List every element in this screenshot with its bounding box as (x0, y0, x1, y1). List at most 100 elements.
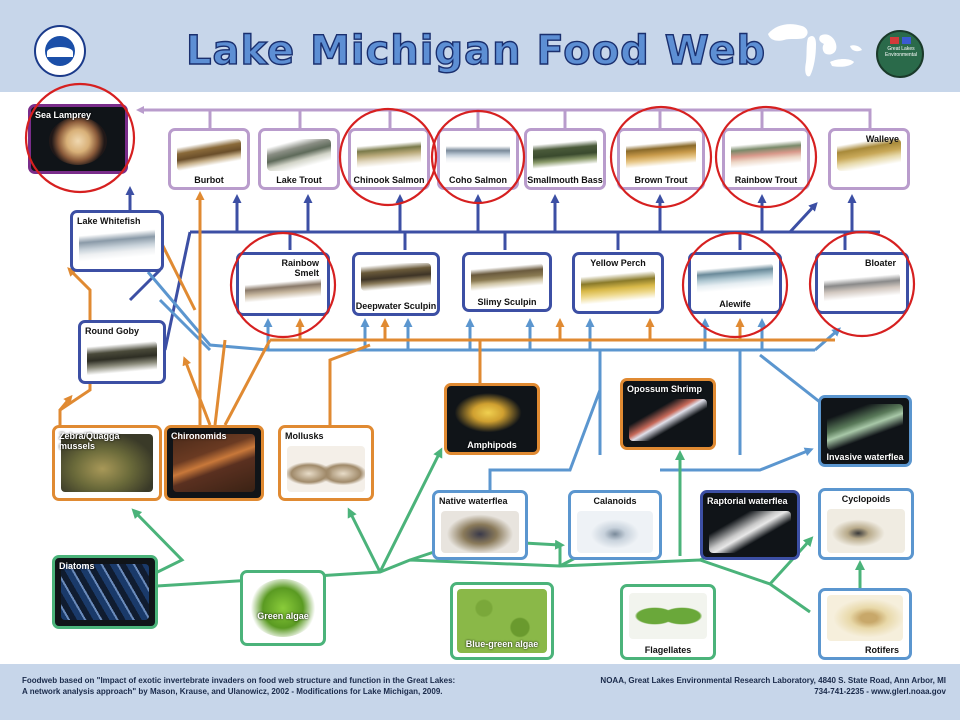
smallmouth-bass-image (533, 139, 597, 171)
rainbow-trout-image (731, 139, 801, 171)
citation-line: A network analysis approach" by Mason, K… (22, 687, 443, 696)
organism-label: Green algae (257, 611, 309, 621)
glerl-logo-text: Great Lakes Environmental (885, 46, 917, 58)
calanoids-box: Calanoids (568, 490, 662, 560)
walleye-box: Walleye (828, 128, 910, 190)
organism-label: Chironomids (171, 431, 227, 441)
bloater-image (824, 273, 900, 307)
organism-label: Invasive waterflea (826, 452, 904, 462)
organism-label: Raptorial waterflea (707, 496, 788, 506)
deepwater-sculpin-image (361, 263, 431, 291)
raptorial-waterflea-box: Raptorial waterflea (700, 490, 800, 560)
noaa-logo-emblem (45, 36, 75, 66)
flag-icon (902, 37, 911, 44)
green-algae-image (249, 579, 317, 637)
glerl-logo: Great Lakes Environmental (876, 30, 924, 78)
chironomids-image (173, 434, 255, 492)
lab-address: NOAA, Great Lakes Environmental Research… (600, 676, 946, 685)
organism-label: Alewife (719, 299, 751, 309)
organism-label: Bloater (864, 258, 896, 268)
organism-label: Native waterflea (439, 496, 508, 506)
organism-label: Diatoms (59, 561, 95, 571)
raptorial-waterflea-image (709, 511, 791, 553)
organism-label: Burbot (194, 175, 224, 185)
invasive-waterflea-image (827, 404, 903, 450)
organism-label: Amphipods (467, 440, 517, 450)
lake-trout-image (267, 139, 331, 171)
great-lakes-map-icon (768, 24, 862, 77)
native-waterflea-box: Native waterflea (432, 490, 528, 560)
noaa-bird-icon (47, 47, 73, 57)
organism-label: Walleye (865, 134, 899, 144)
organism-label: Brown Trout (634, 175, 688, 185)
slimy-sculpin-image (471, 263, 543, 293)
diatoms-box: Diatoms (52, 555, 158, 629)
chinook-salmon-image (357, 139, 421, 171)
yellow-perch-box: Yellow Perch (572, 252, 664, 314)
mollusks-box: Mollusks (278, 425, 374, 501)
zebra-quagga-box: Zebra/Quagga mussels (52, 425, 162, 501)
organism-label: Lake Trout (276, 175, 322, 185)
slimy-sculpin-box: Slimy Sculpin (462, 252, 552, 312)
organism-label: Rotifers (864, 645, 899, 655)
organism-label: Rainbow Trout (734, 175, 798, 185)
organism-label: Deepwater Sculpin (355, 301, 437, 311)
organism-label: Zebra/Quagga mussels (59, 431, 120, 451)
rainbow-trout-box: Rainbow Trout (722, 128, 810, 190)
header-bar: Lake Michigan Food Web Great Lakes Envir… (0, 0, 960, 92)
organism-label: Blue-green algae (465, 639, 539, 649)
lake-trout-box: Lake Trout (258, 128, 340, 190)
organism-label: Yellow Perch (590, 258, 646, 268)
sea-lamprey-image (49, 117, 107, 165)
brown-trout-box: Brown Trout (617, 128, 705, 190)
zebra-quagga-image (61, 434, 153, 492)
alewife-image (697, 263, 773, 295)
organism-label: Smallmouth Bass (527, 175, 603, 185)
amphipods-image (453, 392, 531, 438)
organism-label: Coho Salmon (449, 175, 507, 185)
brown-trout-image (626, 139, 696, 171)
walleye-image (837, 139, 901, 171)
organism-label: Opossum Shrimp (627, 384, 703, 394)
organism-label: Slimy Sculpin (477, 297, 537, 307)
flag-icon (890, 37, 899, 44)
chinook-salmon-box: Chinook Salmon (348, 128, 430, 190)
organism-label: Rainbow Smelt (281, 258, 320, 278)
blue-green-algae-image (457, 589, 547, 653)
flagellates-image (629, 593, 707, 639)
footer-bar (0, 664, 960, 720)
invasive-waterflea-box: Invasive waterflea (818, 395, 912, 467)
opossum-shrimp-box: Opossum Shrimp (620, 378, 716, 450)
alewife-box: Alewife (688, 252, 782, 314)
rotifers-image (827, 595, 903, 641)
coho-salmon-box: Coho Salmon (437, 128, 519, 190)
diatoms-image (61, 564, 149, 620)
cyclopoids-image (827, 509, 905, 553)
organism-label: Round Goby (85, 326, 139, 336)
coho-salmon-image (446, 139, 510, 171)
rainbow-smelt-image (245, 275, 321, 307)
round-goby-box: Round Goby (78, 320, 166, 384)
page-title: Lake Michigan Food Web (185, 27, 767, 74)
deepwater-sculpin-box: Deepwater Sculpin (352, 252, 440, 316)
round-goby-image (87, 341, 157, 377)
burbot-image (177, 139, 241, 171)
burbot-box: Burbot (168, 128, 250, 190)
lake-whitefish-box: Lake Whitefish (70, 210, 164, 272)
organism-label: Flagellates (644, 645, 692, 655)
green-algae-box: Green algae (240, 570, 326, 646)
calanoids-image (577, 511, 653, 553)
amphipods-box: Amphipods (444, 383, 540, 455)
organism-label: Cyclopoids (841, 494, 891, 504)
lab-contact-text: NOAA, Great Lakes Environmental Research… (560, 675, 946, 697)
mollusks-image (287, 446, 365, 492)
citation-text: Foodweb based on "Impact of exotic inver… (22, 675, 492, 697)
rotifers-box: Rotifers (818, 588, 912, 660)
smallmouth-bass-box: Smallmouth Bass (524, 128, 606, 190)
lake-whitefish-image (79, 227, 155, 265)
opossum-shrimp-image (629, 399, 707, 441)
organism-label: Mollusks (285, 431, 324, 441)
native-waterflea-image (441, 511, 519, 553)
purple-links (136, 106, 872, 128)
